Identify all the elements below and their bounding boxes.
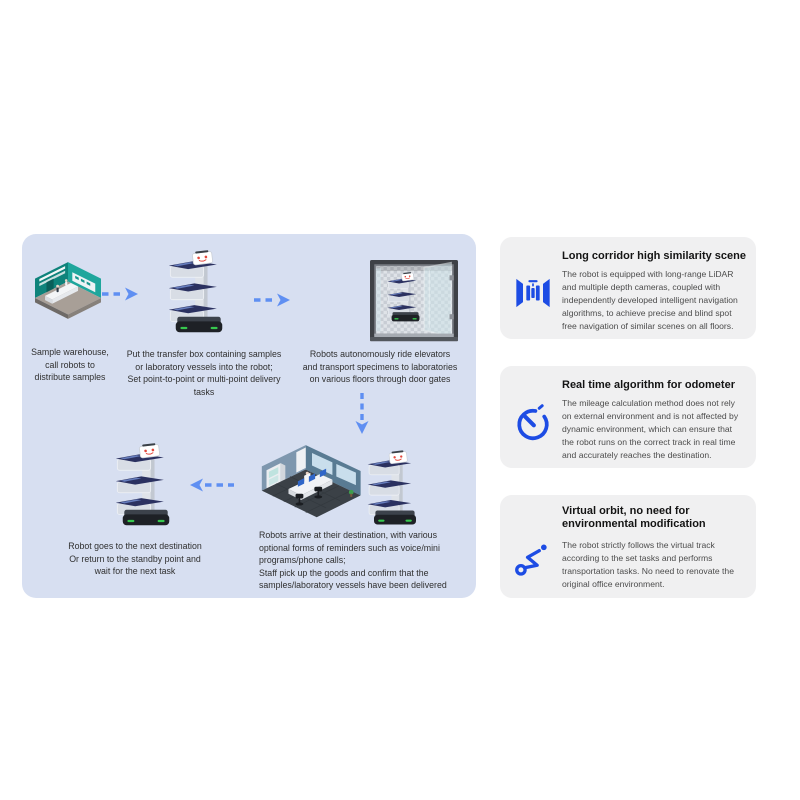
warehouse-illustration <box>32 260 104 326</box>
odometer-icon <box>513 402 553 442</box>
flow-arrow-left <box>188 477 235 493</box>
caption-warehouse: Sample warehouse, call robots to distrib… <box>31 347 109 382</box>
lidar-icon <box>513 273 553 313</box>
elevator-illustration <box>370 260 458 343</box>
feature-body: The mileage calculation method does not … <box>562 398 739 460</box>
caption-elevator: Robots autonomously ride elevators and t… <box>302 349 458 384</box>
route-icon <box>513 539 553 579</box>
feature-title: Virtual orbit, no need for environmental… <box>562 505 706 530</box>
caption-load: Put the transfer box containing samples … <box>126 349 282 397</box>
robot-illustration <box>168 250 230 337</box>
feature-title: Real time algorithm for odometer <box>562 379 735 391</box>
robot-illustration <box>367 450 423 529</box>
robot-illustration <box>115 443 177 530</box>
caption-arrive: Robots arrive at their destination, with… <box>259 530 447 590</box>
feature-body: The robot strictly follows the virtual t… <box>562 540 734 589</box>
caption-next-task: Robot goes to the next destination Or re… <box>68 541 202 576</box>
workflow-panel: Sample warehouse, call robots to distrib… <box>22 234 476 598</box>
feature-card-corridor: Long corridor high similarity scene The … <box>500 237 756 339</box>
flow-arrow-right-1 <box>101 286 139 302</box>
flow-arrow-down <box>354 392 370 436</box>
flow-arrow-right-2 <box>253 292 291 308</box>
laboratory-illustration <box>260 442 364 522</box>
feature-card-virtual-orbit: Virtual orbit, no need for environmental… <box>500 495 756 598</box>
feature-card-odometer: Real time algorithm for odometer The mil… <box>500 366 756 468</box>
feature-body: The robot is equipped with long-range Li… <box>562 269 738 331</box>
feature-title: Long corridor high similarity scene <box>562 250 746 262</box>
